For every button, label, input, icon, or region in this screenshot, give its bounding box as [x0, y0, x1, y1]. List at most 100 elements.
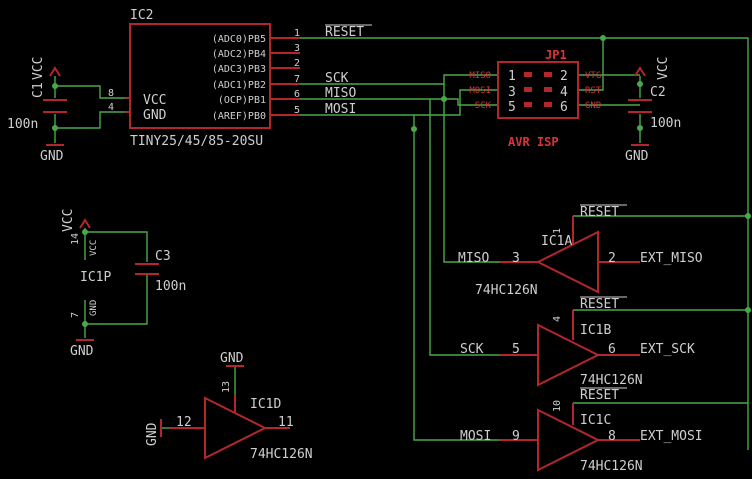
ic1p[interactable]: VCC 14 VCC IC1P GND 7 GND [61, 209, 111, 359]
ic1b-name: IC1B [580, 323, 611, 338]
jp1-name: JP1 [545, 48, 567, 62]
wire-gnd-ic2 [55, 111, 125, 129]
jp1-label-miso: MISO [469, 71, 491, 81]
wire-reset-bus [300, 37, 749, 450]
ic2-vcc-label: VCC [143, 93, 166, 108]
ic2-gnd-label: GND [143, 108, 167, 123]
jp1-pin-2: 2 [560, 69, 568, 84]
ic2-name: IC2 [130, 8, 153, 23]
ic1p-vcc-arrow [79, 218, 91, 229]
jp1-pin-pads [524, 72, 552, 107]
jp1[interactable]: JP1 AVR ISP MISO MOSI SCK VTG RST GND 1 … [469, 48, 602, 149]
jp1-pin-5: 5 [508, 100, 516, 115]
ic1a-leads [500, 216, 640, 263]
c2-name: C2 [650, 85, 666, 100]
ic1c-pin-in: 9 [512, 429, 520, 444]
ic2-body [129, 23, 271, 129]
wire-mosi [414, 89, 498, 116]
jp1-label-gnd: GND [585, 101, 601, 111]
junction-reset-isp [600, 35, 606, 41]
ic1p-supply-label: VCC [61, 209, 76, 232]
ic2-pin-pb5: (ADC0)PB5 [212, 34, 266, 45]
ic2-value: TINY25/45/85-20SU [130, 134, 263, 149]
ic1d-pin-in: 12 [176, 415, 192, 430]
ic1d-in-label: GND [145, 422, 160, 446]
ic1b-out-label: EXT_SCK [640, 342, 695, 357]
ic1d[interactable]: GND 13 IC1D GND 12 11 74HC126N [145, 351, 313, 462]
ic1a-pin-en: 1 [552, 228, 563, 234]
ic1d-leads [170, 395, 290, 429]
junction-mosi [411, 126, 417, 132]
jp1-pin-4: 4 [560, 85, 568, 100]
c2[interactable]: VCC C2 100n GND [625, 57, 681, 164]
wire-miso-ic1a [443, 84, 500, 263]
jp1-pin-6: 6 [560, 100, 568, 115]
ic1b-in-label: SCK [460, 342, 484, 357]
net-label-mosi: MOSI [325, 102, 356, 117]
ic1p-pin-14: 14 [70, 233, 81, 245]
wire-c3-top [85, 231, 148, 262]
wire-vcc-ic2 [55, 85, 125, 99]
c2-vcc-arrow [634, 66, 646, 77]
ic1c-name: IC1C [580, 413, 611, 428]
ic1c-pin-out: 8 [608, 429, 616, 444]
junction-c2-gnd [637, 125, 643, 131]
ic2-pinnum-3: 3 [294, 43, 300, 54]
jp1-label-vtg: VTG [585, 71, 601, 81]
ic2-pinnum-1: 1 [294, 28, 300, 39]
ic2[interactable]: IC2 TINY25/45/85-20SU VCC GND (ADC0)PB5 … [108, 8, 300, 149]
ic1b-pin-in: 5 [512, 342, 520, 357]
ic2-pinnum-6: 6 [294, 89, 300, 100]
c3[interactable]: C3 100n [135, 249, 186, 294]
ic1b-pin-en: 4 [552, 316, 563, 322]
wire-miso [300, 74, 498, 85]
wire-mosi-ic1c [300, 114, 500, 441]
junctions [52, 35, 751, 327]
c1-supply-label: VCC [31, 57, 46, 80]
ic1a[interactable]: RESET 1 IC1A 3 2 MISO EXT_MISO 74HC126N [458, 204, 703, 298]
ic1p-vcc-label: VCC [89, 240, 99, 256]
ic2-pin-pb1: (OCP)PB1 [218, 95, 266, 106]
ic1a-out-label: EXT_MISO [640, 251, 703, 266]
net-label-reset: RESET [325, 25, 364, 40]
ic1c-leads [500, 403, 640, 441]
ic2-pinnum-4: 4 [108, 102, 114, 113]
jp1-label-rst: RST [585, 86, 602, 96]
ic1p-ground-label: GND [70, 344, 94, 359]
ic1p-pin-7: 7 [70, 312, 81, 318]
ic1a-pin-in: 3 [512, 251, 520, 266]
net-label-sck: SCK [325, 71, 349, 86]
c1[interactable]: C1 VCC 100n GND [7, 57, 67, 164]
ic1c-out-label: EXT_MOSI [640, 429, 703, 444]
ic1b-pin-out: 6 [608, 342, 616, 357]
ic1a-value: 74HC126N [475, 283, 538, 298]
junction-miso [441, 96, 447, 102]
jp1-value: AVR ISP [508, 135, 559, 149]
jp1-label-sck: SCK [475, 101, 492, 111]
ic1c[interactable]: RESET 10 IC1C 9 8 MOSI EXT_MOSI 74HC126N [460, 387, 703, 474]
ic1b[interactable]: RESET 4 IC1B 5 6 SCK EXT_SCK 74HC126N [460, 296, 695, 388]
ic1a-in-label: MISO [458, 251, 489, 266]
junction-c3-vcc [82, 229, 88, 235]
wires [54, 37, 749, 450]
ic1a-enable-label: RESET [580, 205, 619, 220]
jp1-pin-1: 1 [508, 69, 516, 84]
c1-name: C1 [31, 82, 46, 98]
ic1d-value: 74HC126N [250, 447, 313, 462]
ic1p-gnd-label: GND [89, 300, 99, 316]
ic2-pin-pb2: (ADC1)PB2 [212, 80, 266, 91]
c1-value: 100n [7, 117, 38, 132]
ic1b-enable-label: RESET [580, 297, 619, 312]
c2-value: 100n [650, 116, 681, 131]
ic1b-leads [500, 310, 640, 356]
ic2-pin-leads [125, 37, 300, 116]
ic1c-in-label: MOSI [460, 429, 491, 444]
ic2-pin-pb4: (ADC2)PB4 [212, 49, 266, 60]
ic1p-name: IC1P [80, 270, 111, 285]
jp1-body [497, 61, 579, 119]
ic1b-value: 74HC126N [580, 373, 643, 388]
ic2-pinnum-2: 2 [294, 58, 300, 69]
ic2-pinnum-7: 7 [294, 74, 300, 85]
net-label-miso: MISO [325, 86, 356, 101]
